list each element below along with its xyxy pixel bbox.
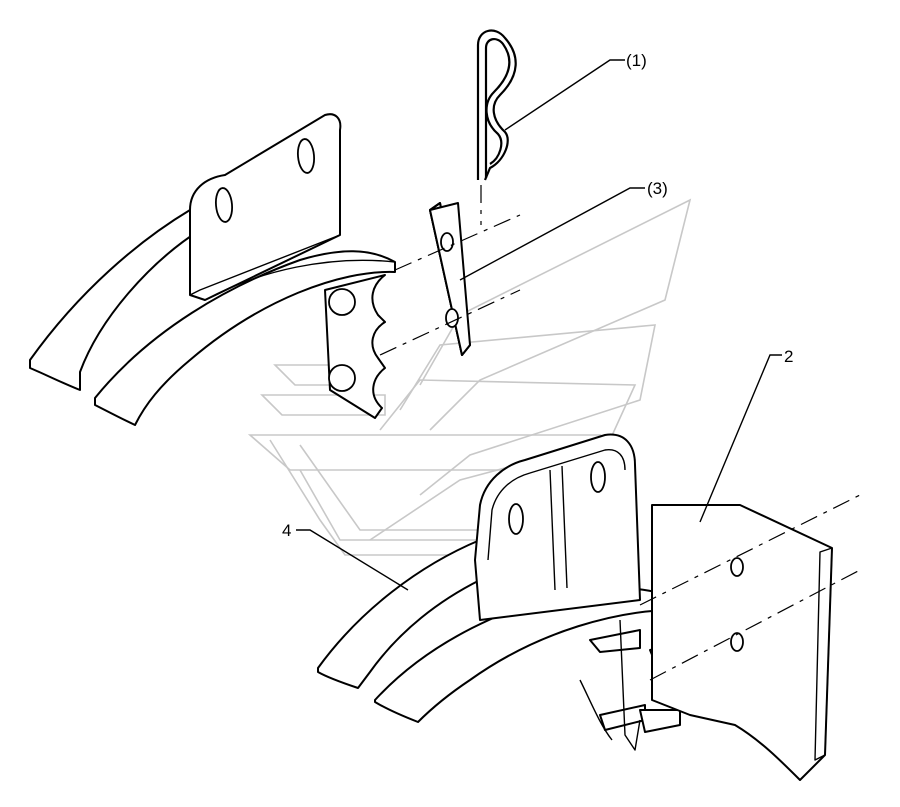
scraper-lower-clamp (589, 629, 641, 653)
scraper-lower (317, 433, 691, 751)
scraper-lower-mount-plate (474, 433, 641, 621)
scraper-lower-blade-outer (317, 539, 481, 689)
spring-pin (476, 29, 517, 181)
slot-hole (508, 503, 524, 535)
slot-hole (296, 138, 316, 174)
callout-3: (3) (647, 179, 668, 198)
side-bracket (651, 504, 833, 781)
clamp-hole (328, 288, 356, 316)
scraper-upper-blade-outer (29, 209, 201, 391)
scraper-upper-blade-inner (94, 250, 396, 426)
slot-hole (590, 461, 606, 493)
assembly-axes (379, 185, 861, 681)
scraper-upper (29, 113, 396, 426)
callout-4: 4 (282, 521, 291, 540)
slot-hole (214, 187, 234, 223)
clamp-hole (328, 364, 356, 392)
callout-2: 2 (784, 347, 793, 366)
connecting-plate (429, 202, 471, 356)
callout-1: (1) (626, 51, 647, 70)
leader-lines (296, 59, 782, 591)
